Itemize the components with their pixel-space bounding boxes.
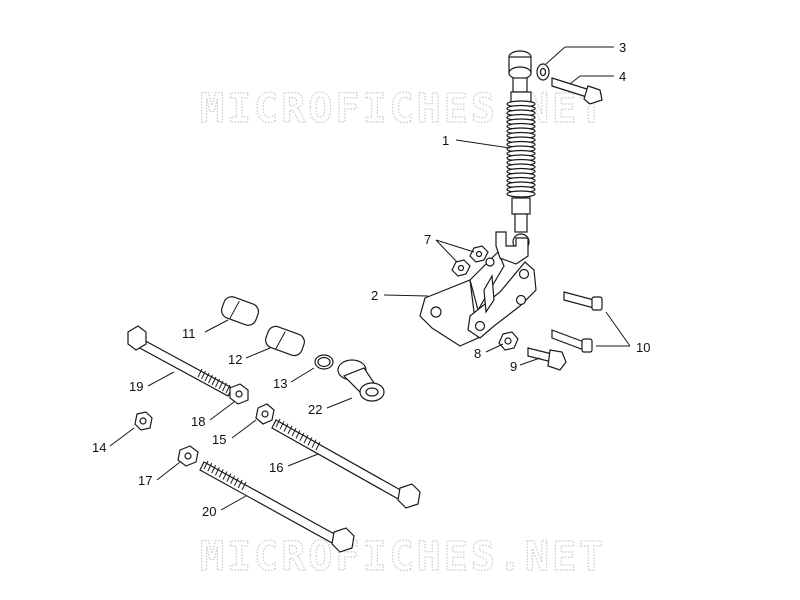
nut-8: [498, 331, 519, 351]
bolt-9: [527, 347, 567, 371]
callout-15: 15: [212, 432, 226, 447]
callout-18: 18: [191, 414, 205, 429]
bracket-right: [467, 261, 537, 339]
callout-9: 9: [510, 359, 517, 374]
bushing-11: [220, 296, 260, 326]
shock-bolt: [551, 77, 603, 105]
callout-19: 19: [129, 379, 143, 394]
bolt-10-upper: [563, 291, 603, 311]
bolt-20: [199, 460, 355, 553]
nut-18: [229, 383, 249, 405]
nut-upper: [451, 259, 471, 277]
watermark-top: MICROFICHES.NET: [200, 86, 606, 132]
callout-1: 1: [442, 133, 449, 148]
callout-13: 13: [273, 376, 287, 391]
rubber-bushing: [337, 359, 385, 402]
callout-22: 22: [308, 402, 322, 417]
bolt-16: [271, 418, 421, 509]
washer: [536, 63, 550, 81]
callout-16: 16: [269, 460, 283, 475]
snap-ring: [314, 354, 334, 370]
bolt-19: [127, 325, 233, 397]
mount-plate: [495, 231, 529, 265]
watermark-bottom: MICROFICHES.NET: [200, 534, 606, 580]
bracket-left: [419, 250, 505, 347]
callout-12: 12: [228, 352, 242, 367]
callout-10: 10: [636, 340, 650, 355]
callout-14: 14: [92, 440, 106, 455]
callout-numbers: 1 2 3 4 7 8 9 10 11 12 13 14 15 16 17 18…: [92, 40, 650, 519]
leader-lines: [109, 46, 631, 511]
callout-20: 20: [202, 504, 216, 519]
callout-4: 4: [619, 69, 626, 84]
shock-spring: [506, 100, 536, 198]
callout-3: 3: [619, 40, 626, 55]
bushing-12: [265, 325, 305, 357]
nut-14: [134, 411, 153, 431]
bolt-10-lower: [551, 329, 593, 353]
nut-15: [255, 403, 275, 425]
callout-17: 17: [138, 473, 152, 488]
callout-7: 7: [424, 232, 431, 247]
callout-11: 11: [182, 326, 196, 341]
nut-lower: [469, 245, 489, 263]
callout-2: 2: [371, 288, 378, 303]
callout-8: 8: [474, 346, 481, 361]
nut-17: [177, 445, 199, 467]
shock-absorber: [506, 50, 536, 251]
